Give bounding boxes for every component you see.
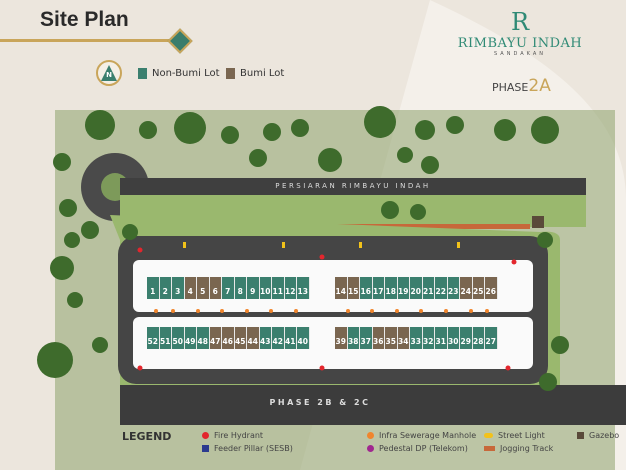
logo-mark: R [510,8,530,36]
block-north [133,260,533,312]
street-light-icon [484,433,493,438]
lot-20[interactable]: 20 [410,277,423,299]
lot-26[interactable]: 26 [485,277,498,299]
bumi-swatch [226,68,235,79]
lot-49[interactable]: 49 [184,327,197,349]
lot-3[interactable]: 3 [172,277,185,299]
lot-23[interactable]: 23 [447,277,460,299]
legend-item-manhole: Infra Sewerage Manhole [367,431,476,440]
lot-44[interactable]: 44 [247,327,260,349]
manhole-icon [367,432,374,439]
lot-19[interactable]: 19 [397,277,410,299]
trees [37,106,569,391]
legend-item-pedestal: Pedestal DP (Telekom) [367,444,468,453]
road-name: PERSIARAN RIMBAYU INDAH [275,182,431,190]
non-bumi-swatch [138,68,147,79]
legend-title: LEGEND [122,430,172,443]
lot-30[interactable]: 30 [447,327,460,349]
lot-28[interactable]: 28 [472,327,485,349]
lot-41[interactable]: 41 [284,327,297,349]
lot-7[interactable]: 7 [222,277,235,299]
jogging-track-icon [484,446,495,451]
lot-6[interactable]: 6 [209,277,222,299]
legend-item-fire-hydrant: Fire Hydrant [202,431,263,440]
lot-17[interactable]: 17 [372,277,385,299]
lot-9[interactable]: 9 [247,277,260,299]
lot-21[interactable]: 21 [422,277,435,299]
lot-45[interactable]: 45 [234,327,247,349]
lot-22[interactable]: 22 [435,277,448,299]
lot-10[interactable]: 10 [259,277,272,299]
lot-34[interactable]: 34 [397,327,410,349]
lot-13[interactable]: 13 [297,277,310,299]
main-road [120,178,586,196]
brand-logo: R RIMBAYU INDAH SANDAKAN [450,8,590,57]
phase-number: 2A [528,76,551,96]
legend-bumi: Bumi Lot [226,68,284,79]
lot-46[interactable]: 46 [222,327,235,349]
lot-25[interactable]: 25 [472,277,485,299]
legend-item-label: Gazebo [589,431,620,440]
lot-47[interactable]: 47 [209,327,222,349]
phase-2b-2c-area [120,385,626,425]
lot-31[interactable]: 31 [435,327,448,349]
brand-location: SANDAKAN [494,51,546,57]
legend-non-bumi: Non-Bumi Lot [138,68,220,79]
gazebo-icon [577,432,584,439]
lot-43[interactable]: 43 [259,327,272,349]
gazebo-icon [532,216,544,228]
lot-40[interactable]: 40 [297,327,310,349]
lot-39[interactable]: 39 [335,327,348,349]
pedestal-icon [367,445,374,452]
legend-item-label: Street Light [498,431,545,440]
lot-1[interactable]: 1 [147,277,160,299]
legend-item-label: Fire Hydrant [214,431,264,440]
lot-42[interactable]: 42 [272,327,285,349]
lot-51[interactable]: 51 [159,327,172,349]
title-rule [0,39,170,42]
lot-52[interactable]: 52 [147,327,160,349]
compass-label: N [101,65,117,81]
lot-35[interactable]: 35 [385,327,398,349]
lot-33[interactable]: 33 [410,327,423,349]
lot-29[interactable]: 29 [460,327,473,349]
brand-name: RIMBAYU INDAH [457,36,583,51]
phase-prefix: PHASE [492,81,529,94]
lot-18[interactable]: 18 [385,277,398,299]
legend-item-gazebo: Gazebo [577,431,619,440]
lot-11[interactable]: 11 [272,277,285,299]
lot-36[interactable]: 36 [372,327,385,349]
legend-item-feeder-pillar: Feeder Pillar (SESB) [202,444,293,453]
legend-item-label: Feeder Pillar (SESB) [214,444,293,453]
lot-2[interactable]: 2 [159,277,172,299]
lot-38[interactable]: 38 [347,327,360,349]
phase-label: PHASE2A [492,76,551,96]
legend-label: Non-Bumi Lot [152,68,220,79]
lot-16[interactable]: 16 [360,277,373,299]
lot-14[interactable]: 14 [335,277,348,299]
lot-4[interactable]: 4 [184,277,197,299]
lot-8[interactable]: 8 [234,277,247,299]
page-title: Site Plan [40,8,129,31]
lot-15[interactable]: 15 [347,277,360,299]
lot-50[interactable]: 50 [172,327,185,349]
lot-5[interactable]: 5 [197,277,210,299]
lot-48[interactable]: 48 [197,327,210,349]
legend-item-label: Infra Sewerage Manhole [379,431,477,440]
lot-37[interactable]: 37 [360,327,373,349]
lot-27[interactable]: 27 [485,327,498,349]
fire-hydrant-icon [202,432,209,439]
legend-item-label: Jogging Track [500,444,554,453]
lot-32[interactable]: 32 [422,327,435,349]
future-phase-label: PHASE 2B & 2C [269,398,371,407]
legend-item-label: Pedestal DP (Telekom) [379,444,468,453]
legend-label: Bumi Lot [240,68,285,79]
legend-item-street-light: Street Light [484,431,545,440]
lot-24[interactable]: 24 [460,277,473,299]
lot-12[interactable]: 12 [284,277,297,299]
compass-icon: N [96,60,122,86]
feeder-pillar-icon [202,445,209,452]
legend-item-jogging-track: Jogging Track [484,444,553,453]
